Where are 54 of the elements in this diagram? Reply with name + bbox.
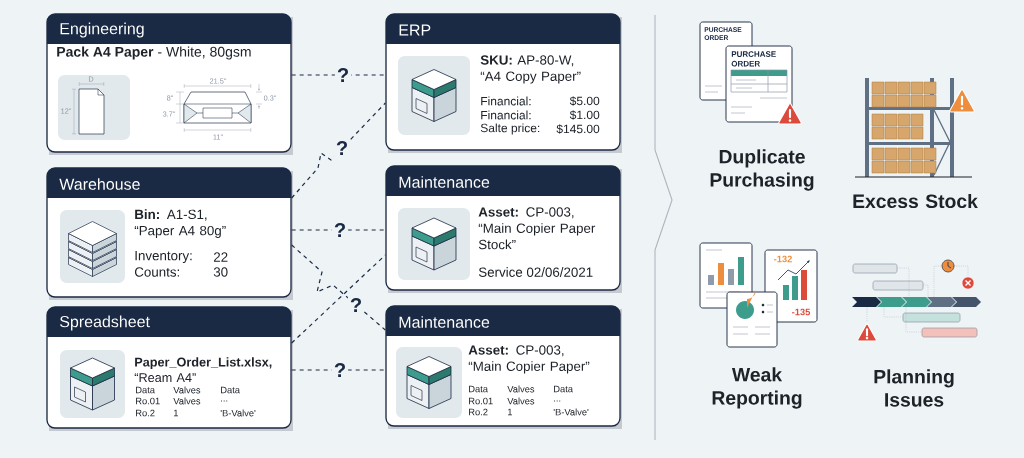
card-text: 30 [213, 267, 228, 277]
table-cell: ... [554, 400, 561, 402]
table-cell: Valves [507, 397, 535, 405]
card-header: Maintenance [386, 306, 620, 336]
table-cell: Ro.2 [469, 408, 488, 416]
table-cell: ... [221, 400, 228, 402]
card-header: Warehouse [47, 168, 291, 198]
card-text: Paper_Order_List.xlsx, “Ream A4” [134, 357, 272, 383]
dashed-connector [291, 369, 386, 371]
card-text: SKU: AP-80-W, “A4 Copy Paper” [480, 55, 581, 84]
issue-label: Planning Issues [874, 369, 954, 407]
card-text: Inventory: [135, 251, 192, 263]
card-text: $1.00 [569, 110, 600, 120]
card-text: Financial: [481, 96, 531, 106]
chart-value: -135 [792, 308, 811, 316]
table-cell: Data [469, 385, 488, 393]
table-cell: 'B-Valve' [220, 409, 256, 417]
card-text: Counts: [134, 267, 179, 277]
card-text: $5.00 [569, 96, 600, 106]
dashed-connector [291, 244, 386, 331]
card-text: Service 02/06/2021 [478, 267, 593, 277]
dashed-connector [291, 102, 386, 199]
table-cell: 'B-Valve' [553, 408, 589, 416]
card-text: Asset: CP-003, “Main Copier Paper” [468, 345, 590, 374]
dashed-connector [291, 74, 386, 76]
table-cell: Data [554, 385, 573, 393]
table-cell: Ro.2 [136, 409, 155, 417]
table-cell: 1 [508, 408, 512, 416]
card-header: Spreadsheet [47, 307, 291, 337]
issue-label: Weak Reporting [712, 367, 802, 409]
table-cell: 1 [174, 409, 178, 417]
dashed-connector [291, 229, 386, 231]
table-cell: Valves [173, 397, 201, 405]
card-text: Asset: CP-003, “Main Copier Paper Stock” [478, 207, 596, 250]
card-text: Financial: [481, 110, 531, 120]
card-text: Bin: A1-S1, “Paper A4 80g” [134, 209, 226, 238]
table-cell: Data [136, 386, 155, 394]
dashed-connector [291, 254, 386, 344]
chart-value: -132 [774, 255, 792, 263]
card-header: Engineering [47, 14, 291, 44]
table-cell: Valves [507, 385, 535, 393]
card-text: Pack A4 Paper - White, 80gsm [57, 46, 251, 60]
card-header: Maintenance [386, 166, 620, 196]
card-header: ERP [386, 14, 620, 44]
table-cell: Data [221, 386, 240, 394]
issue-label: Excess Stock [853, 193, 978, 209]
card-text: $145.00 [556, 124, 600, 134]
table-cell: Ro.01 [136, 397, 160, 405]
table-cell: Valves [173, 386, 201, 394]
card-text: Salte price: [480, 123, 540, 135]
table-cell: Ro.01 [469, 397, 493, 405]
form-title: PURCHASE ORDER [731, 51, 776, 67]
issue-label: Duplicate Purchasing [710, 149, 814, 191]
card-text: 22 [213, 252, 228, 262]
